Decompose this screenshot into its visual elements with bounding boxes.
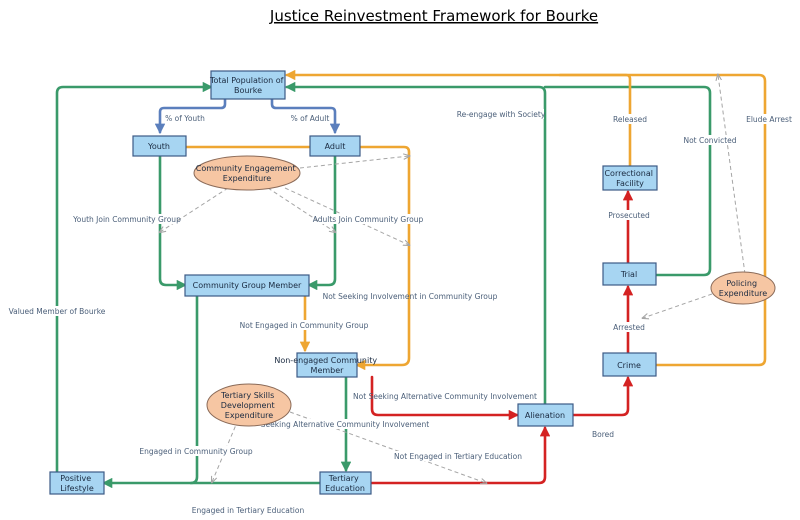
node-positive-lifestyle-line2: Lifestyle bbox=[60, 484, 94, 493]
expenditure-policing-line2: Expenditure bbox=[719, 289, 767, 298]
node-trial-label: Trial bbox=[620, 270, 637, 279]
edge-valued-member bbox=[55, 81, 214, 474]
label-seeking-alt: Seeking Alternative Community Involvemen… bbox=[261, 420, 429, 429]
label-not-engaged-tertiary: Not Engaged in Tertiary Education bbox=[394, 452, 522, 461]
node-non-engaged[interactable]: Non-engaged Community Member bbox=[274, 352, 379, 378]
node-trial[interactable]: Trial bbox=[602, 262, 657, 286]
node-positive-lifestyle[interactable]: Positive Lifestyle bbox=[49, 471, 105, 495]
node-crime-label: Crime bbox=[617, 361, 641, 370]
node-crime[interactable]: Crime bbox=[602, 352, 657, 377]
label-pct-youth: % of Youth bbox=[165, 114, 205, 123]
edge-pct-youth bbox=[154, 97, 227, 135]
influence-lines bbox=[160, 75, 746, 483]
node-alienation[interactable]: Alienation bbox=[517, 403, 574, 427]
node-total-population-line1: Total Population of bbox=[209, 76, 284, 85]
node-tertiary-education-line2: Education bbox=[325, 484, 365, 493]
node-total-population[interactable]: Total Population of Bourke bbox=[209, 70, 286, 100]
edge-labels: % of Youth % of Adult Re-engage with Soc… bbox=[9, 109, 794, 515]
node-community-group-member[interactable]: Community Group Member bbox=[184, 274, 310, 297]
svg-text:Tertiary Education: Tertiary Education bbox=[325, 474, 365, 493]
svg-text:Positive Lifestyle: Positive Lifestyle bbox=[60, 474, 94, 493]
label-not-seeking-alt: Not Seeking Alternative Community Involv… bbox=[353, 392, 537, 401]
expenditure-policing-line1: Policing bbox=[726, 279, 757, 288]
edge-elude-arrest bbox=[284, 69, 767, 367]
svg-text:Correctional Facility: Correctional Facility bbox=[604, 169, 655, 188]
svg-text:Total Population of Bour: Total Population of Bourke bbox=[209, 76, 286, 95]
expenditure-community-engagement-line1: Community Engagement bbox=[196, 164, 296, 173]
dash-pol-to-elude bbox=[718, 75, 746, 275]
label-reengage: Re-engage with Society bbox=[457, 110, 546, 119]
label-bored: Bored bbox=[592, 430, 614, 439]
node-community-group-member-label: Community Group Member bbox=[193, 281, 302, 290]
dash-ce-to-adults-join bbox=[267, 187, 335, 232]
node-non-engaged-line1: Non-engaged Community bbox=[274, 356, 377, 365]
label-prosecuted: Prosecuted bbox=[608, 211, 650, 220]
expenditure-tertiary-skills-line3: Expenditure bbox=[225, 411, 273, 420]
expenditure-community-engagement[interactable]: Community Engagement Expenditure bbox=[193, 155, 301, 191]
node-tertiary-education-line1: Tertiary bbox=[328, 474, 359, 483]
label-pct-adult: % of Adult bbox=[291, 114, 330, 123]
dash-ce-to-youth-join bbox=[160, 187, 229, 232]
label-not-engaged-cg: Not Engaged in Community Group bbox=[240, 321, 369, 330]
svg-text:Tertiary Skills Developm: Tertiary Skills Development Expenditure bbox=[220, 391, 277, 420]
node-adult-label: Adult bbox=[325, 142, 346, 151]
label-engaged-cg: Engaged in Community Group bbox=[139, 447, 252, 456]
node-adult[interactable]: Adult bbox=[309, 135, 361, 157]
label-arrested: Arrested bbox=[613, 323, 645, 332]
node-youth[interactable]: Youth bbox=[132, 135, 187, 157]
node-correctional-facility[interactable]: Correctional Facility bbox=[602, 165, 658, 191]
node-total-population-line2: Bourke bbox=[234, 86, 262, 95]
node-non-engaged-line2: Member bbox=[311, 366, 345, 375]
edge-pct-adult bbox=[270, 97, 341, 135]
edge-adults-join bbox=[306, 154, 337, 291]
node-correctional-facility-line1: Correctional bbox=[604, 169, 653, 178]
label-elude-arrest: Elude Arrest bbox=[746, 115, 792, 124]
edge-not-convicted bbox=[543, 85, 712, 277]
expenditure-community-engagement-line2: Expenditure bbox=[223, 174, 271, 183]
label-not-seeking-involvement: Not Seeking Involvement in Community Gro… bbox=[323, 292, 498, 301]
edge-not-engaged-tertiary bbox=[369, 425, 551, 485]
dash-pol-to-arrested bbox=[643, 293, 713, 318]
svg-text:Non-engaged Community Me: Non-engaged Community Member bbox=[274, 356, 379, 375]
label-adults-join: Adults Join Community Group bbox=[313, 215, 424, 224]
node-correctional-facility-line2: Facility bbox=[616, 179, 644, 188]
edge-adult-not-seeking bbox=[354, 145, 411, 371]
edge-youth-join bbox=[158, 154, 188, 291]
label-not-convicted: Not Convicted bbox=[683, 136, 736, 145]
dash-ts-to-engaged-cg bbox=[212, 419, 239, 482]
expenditure-tertiary-skills-line2: Development bbox=[221, 401, 275, 410]
expenditure-tertiary-skills-line1: Tertiary Skills bbox=[220, 391, 274, 400]
diagram-title: Justice Reinvestment Framework for Bourk… bbox=[269, 7, 598, 25]
expenditure-tertiary-skills[interactable]: Tertiary Skills Development Expenditure bbox=[206, 383, 292, 427]
svg-text:Policing Expenditure: Policing Expenditure bbox=[719, 279, 767, 298]
node-positive-lifestyle-line1: Positive bbox=[60, 474, 91, 483]
flow-lines bbox=[55, 69, 767, 489]
label-valued-member: Valued Member of Bourke bbox=[9, 307, 106, 316]
edge-bored bbox=[571, 375, 634, 417]
node-alienation-label: Alienation bbox=[525, 411, 565, 420]
dash-ce-to-lower-not-seeking bbox=[284, 187, 409, 245]
expenditure-policing[interactable]: Policing Expenditure bbox=[710, 271, 776, 305]
edge-reengage bbox=[284, 81, 547, 406]
dash-ce-to-adult-not-seeking bbox=[299, 156, 409, 169]
svg-text:Community Engagement Exp: Community Engagement Expenditure bbox=[196, 164, 298, 183]
node-tertiary-education[interactable]: Tertiary Education bbox=[319, 471, 372, 495]
edge-not-seeking-alt bbox=[370, 375, 520, 421]
label-engaged-tertiary: Engaged in Tertiary Education bbox=[192, 506, 305, 515]
node-youth-label: Youth bbox=[147, 142, 170, 151]
label-youth-join: Youth Join Community Group bbox=[72, 215, 181, 224]
label-released: Released bbox=[613, 115, 647, 124]
